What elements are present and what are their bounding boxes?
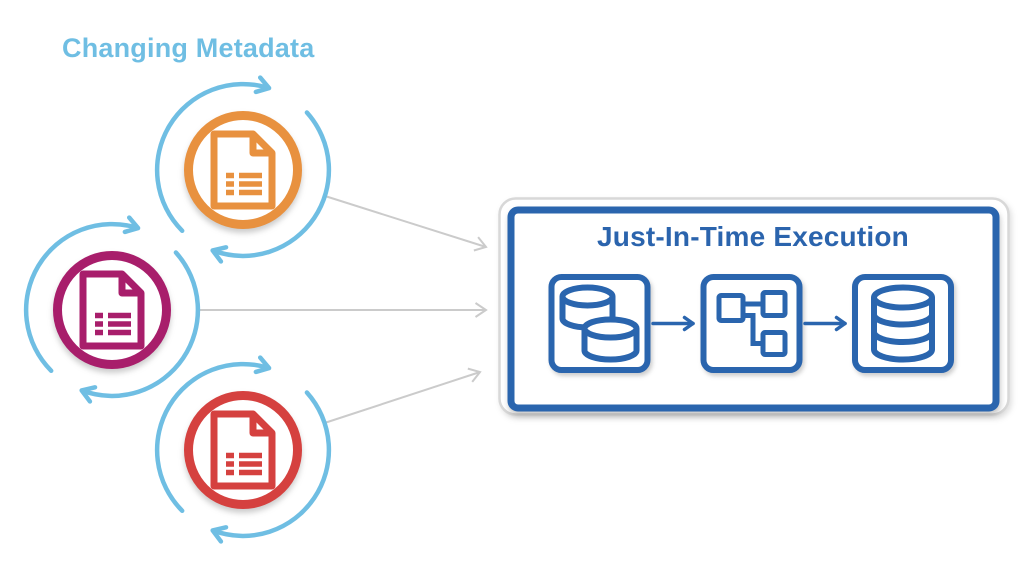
jit-execution-box: Just-In-Time Execution <box>498 197 1010 416</box>
step-target-database <box>852 274 954 373</box>
metadata-source-red <box>157 364 329 536</box>
database-stack-icon <box>874 288 932 360</box>
metadata-source-magenta <box>26 224 198 396</box>
diagram-heading: Changing Metadata <box>62 33 315 63</box>
connector-bottom <box>324 367 482 424</box>
step-source-databases <box>548 274 651 373</box>
metadata-source-orange <box>157 84 329 256</box>
step-transform-flow <box>700 274 803 373</box>
execution-box-title: Just-In-Time Execution <box>597 221 909 252</box>
connector-top <box>324 195 488 252</box>
connector-arrows <box>199 195 488 424</box>
